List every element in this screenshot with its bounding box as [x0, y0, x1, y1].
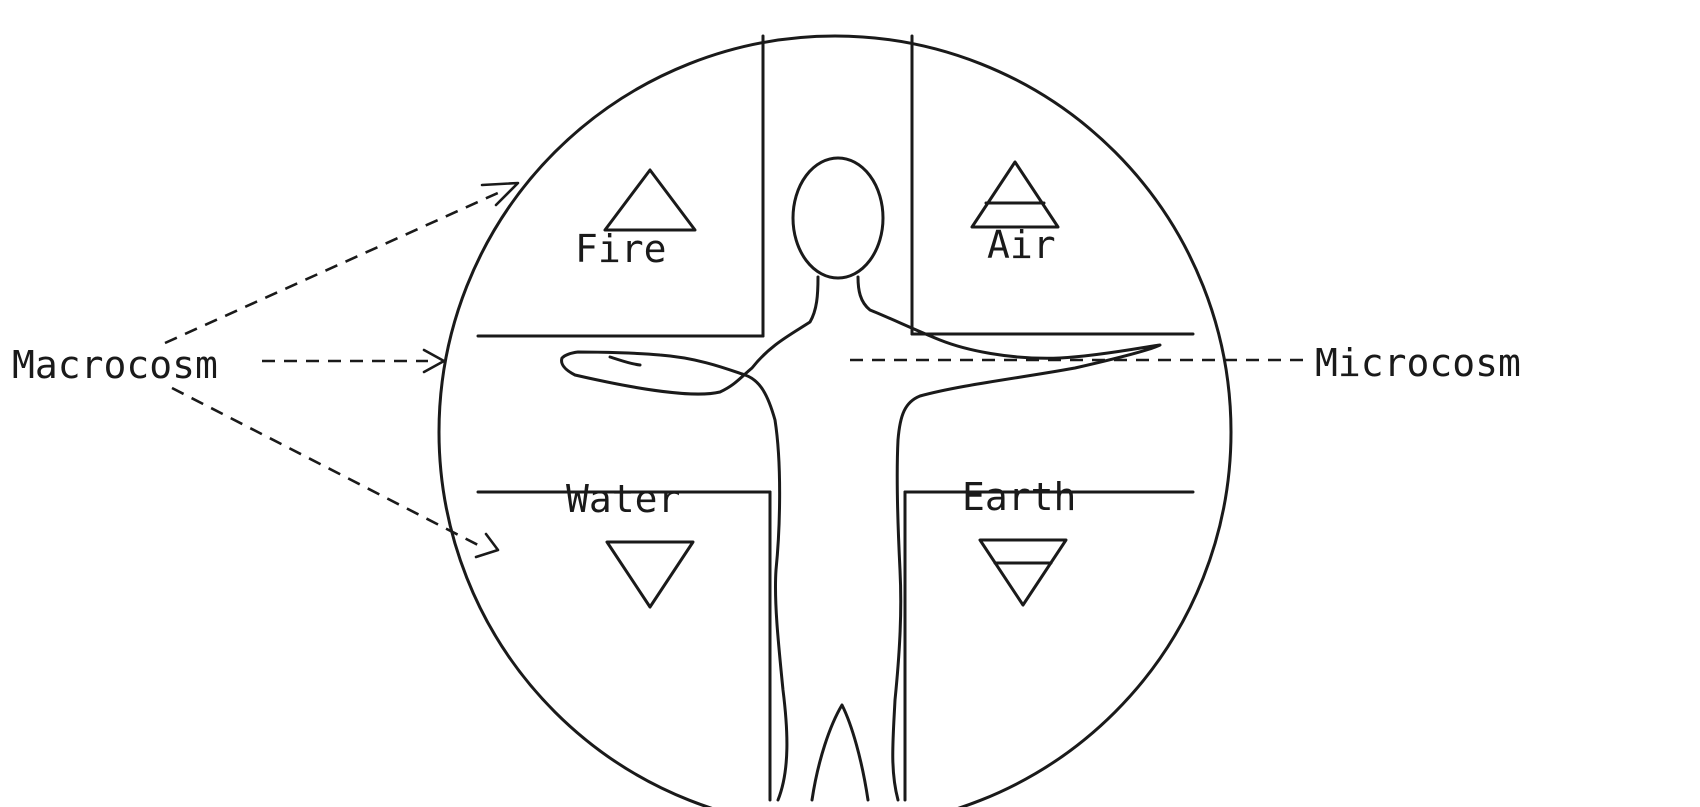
water-label: Water — [566, 477, 680, 521]
earth-triangle-bar-icon — [980, 540, 1066, 605]
macrocosm-arrow-upper — [165, 192, 500, 343]
macrocosm-arrow-lower-head — [476, 534, 498, 557]
fire-label: Fire — [575, 227, 667, 271]
macrocosm-arrow-lower — [172, 388, 478, 545]
water-triangle-icon — [607, 542, 693, 607]
air-triangle-bar-icon — [972, 162, 1058, 227]
figure-leg-split — [812, 705, 868, 800]
figure-arm-crease-left — [610, 357, 640, 365]
microcosm-label: Microcosm — [1315, 341, 1521, 385]
macrocosm-label: Macrocosm — [12, 343, 218, 387]
fire-triangle-icon — [605, 170, 695, 230]
figure-body-outline — [562, 277, 1160, 800]
figure-head — [793, 158, 883, 278]
outer-circle — [439, 36, 1231, 807]
air-label: Air — [987, 223, 1056, 267]
earth-label: Earth — [962, 475, 1076, 519]
